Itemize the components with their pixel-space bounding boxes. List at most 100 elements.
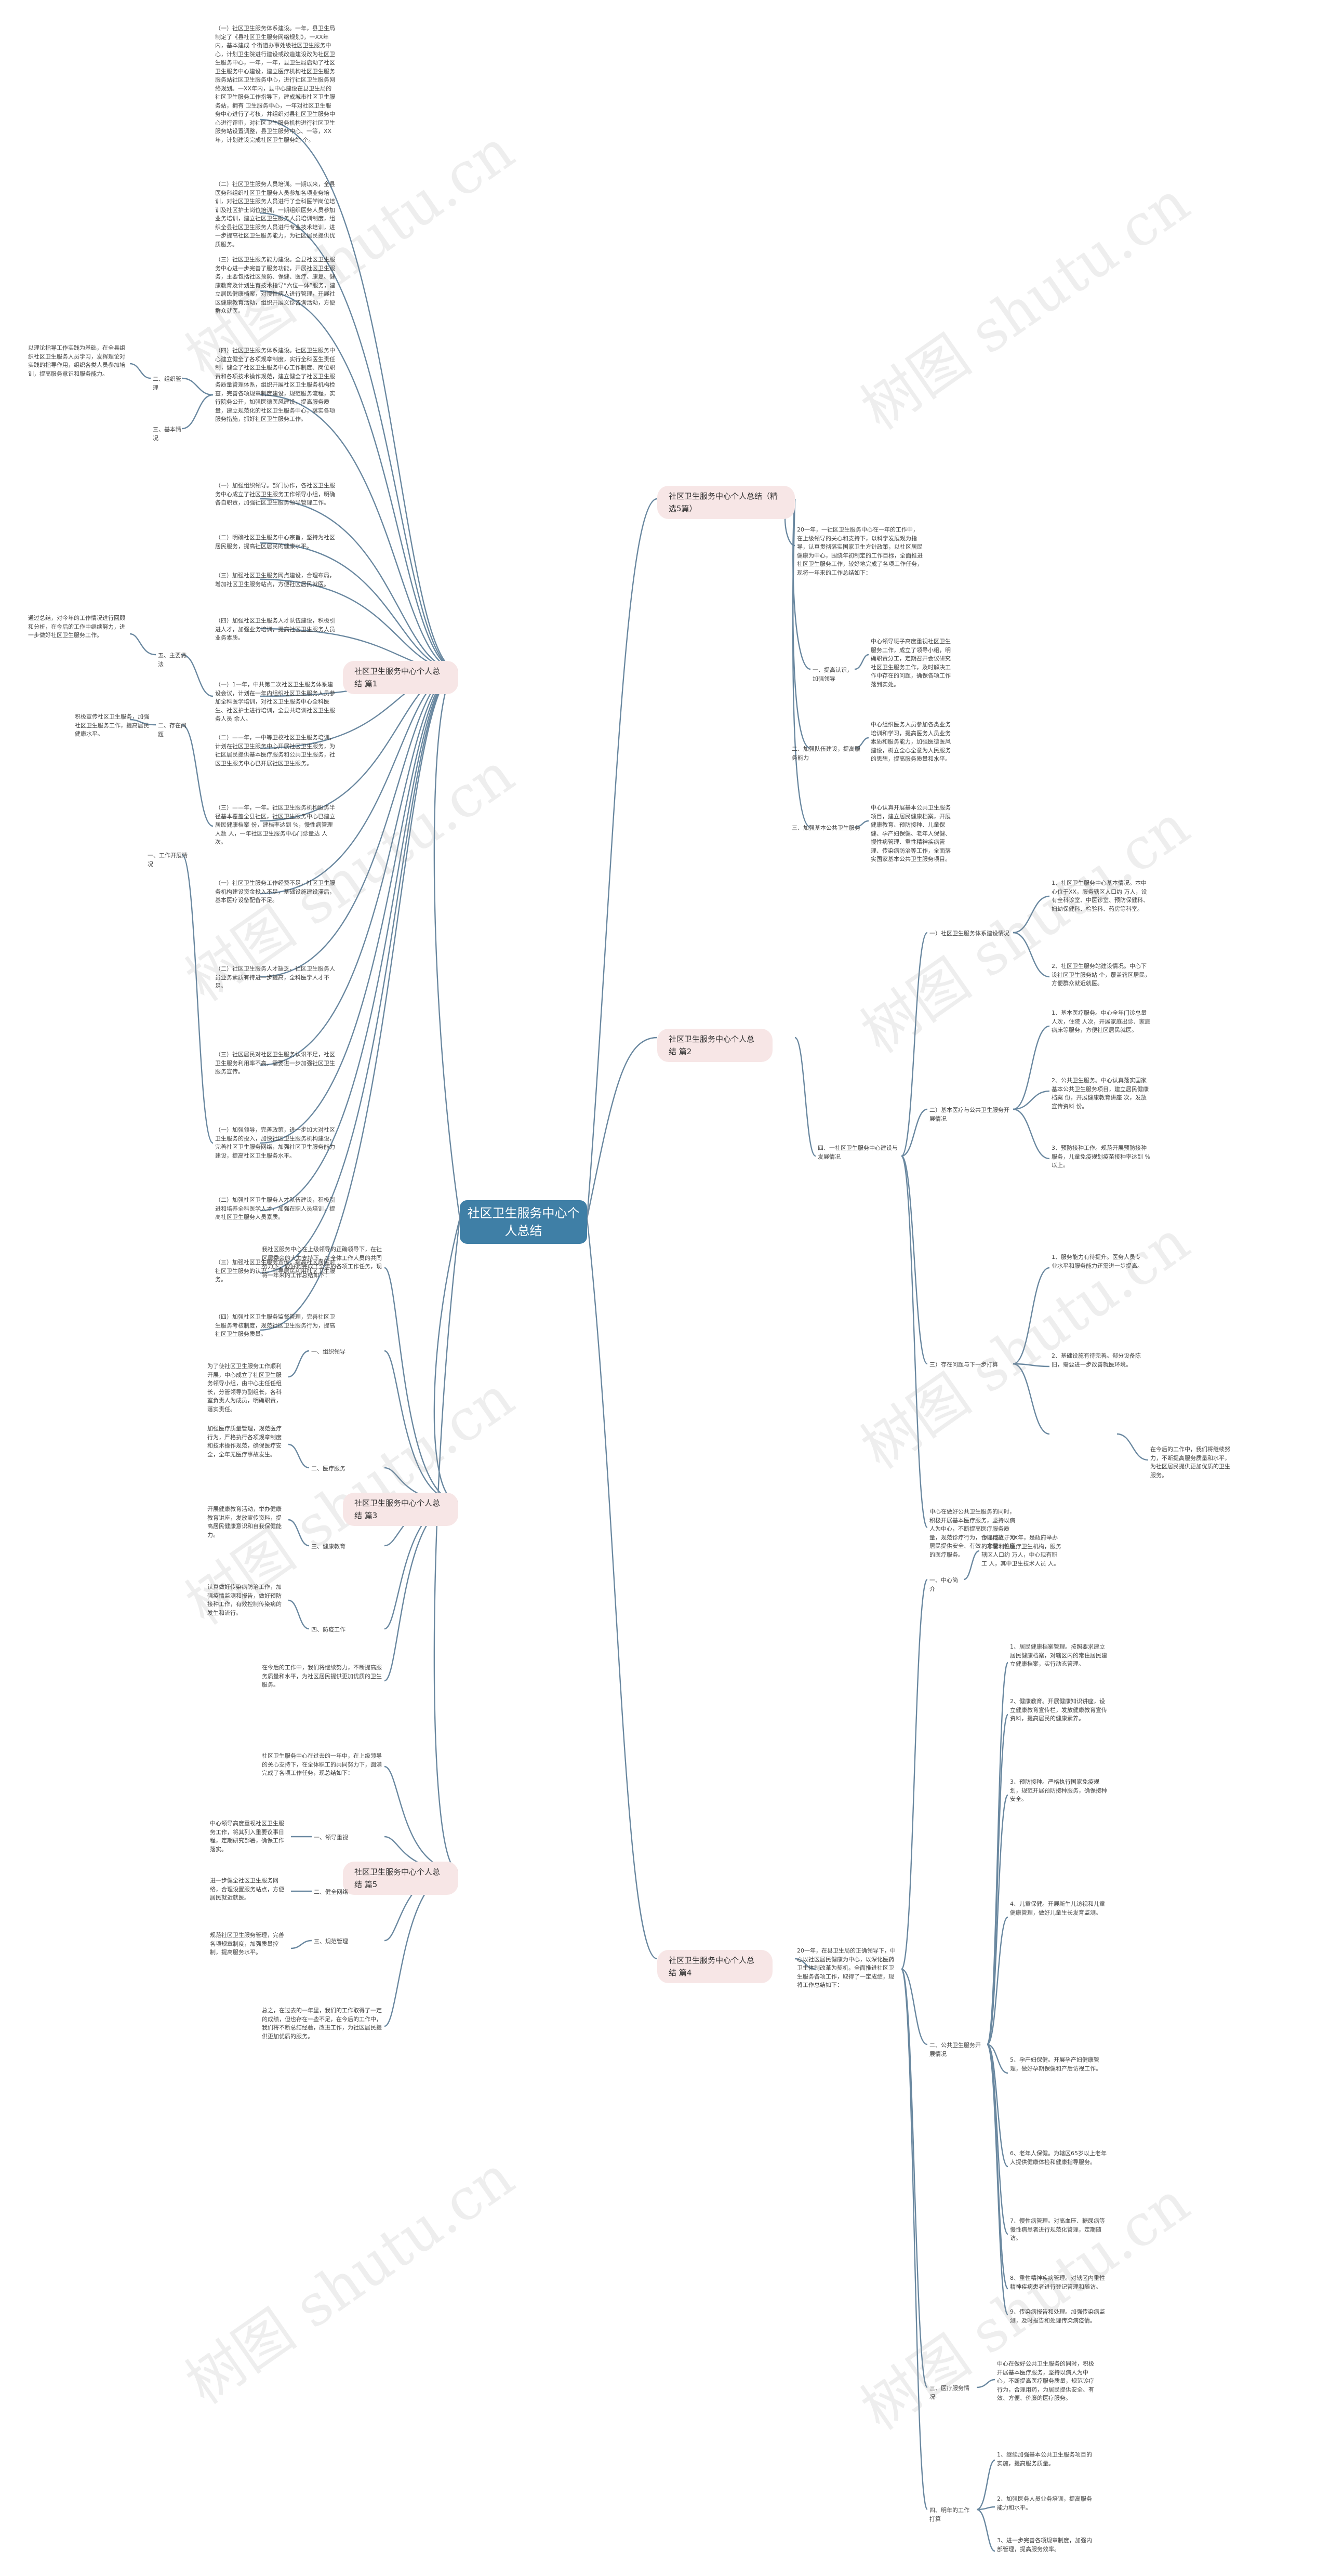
link-c3-ext [1116, 1433, 1149, 1461]
part5-l3[interactable]: 三、规范管理 [314, 1938, 348, 1945]
link-b2-c [901, 1155, 928, 1365]
overview-s1-label[interactable]: 一、提高认识，加强领导 [813, 667, 853, 682]
link-b1-t16 [259, 669, 459, 1212]
part2-c1: 1、服务能力有待提升。医务人员专业水平和服务能力还需进一步提高。 [1052, 1254, 1143, 1269]
overview-s3-label[interactable]: 三、加强基本公共卫生服务 [792, 825, 860, 831]
link-b3-intro [384, 1267, 459, 1503]
link-l4-d1 [976, 2459, 995, 2511]
link-l3-t3b [290, 1940, 312, 1949]
part2-a-label[interactable]: 一）社区卫生服务体系建设情况 [929, 930, 1009, 937]
part1-t7: （三）加强社区卫生服务网点建设，合理布局，增加社区卫生服务站点，方便社区居民就医… [215, 572, 335, 588]
link-l4-d3 [976, 2508, 995, 2552]
part4-b3: 3、预防接种。严格执行国家免疫规划，规范开展预防接种服务，确保接种安全。 [1010, 1778, 1107, 1802]
part4-l3[interactable]: 三、医疗服务情况 [929, 2385, 969, 2400]
part1-t4: （四）社区卫生服务体系建设。社区卫生服务中心建立健全了各项规章制度，实行全科医生… [215, 347, 335, 422]
part4-b6: 6、老年人保健。为辖区65岁以上老年人提供健康体检和健康指导服务。 [1010, 2150, 1107, 2166]
part1-t2: （二）社区卫生服务人员培训。一期以来，全县医务科组织社区卫生服务人员参加各项业务… [215, 181, 335, 248]
link-b1-t4 [259, 394, 459, 671]
link-a-a2 [1013, 932, 1050, 978]
part4-b8: 8、重性精神疾病管理。对辖区内重性精神疾病患者进行登记管理和随访。 [1010, 2275, 1105, 2290]
part1-side-c: 积极宣传社区卫生服务，加强社区卫生服务工作，提高居民健康水平。 [75, 713, 149, 737]
part1-t11: （三）——年，一年。社区卫生服务机构服务半径基本覆盖全县社区，社区卫生服务中心已… [215, 804, 335, 845]
part1-t9: （一）1一年，中共第二次社区卫生服务体系建设会议，计划在一年内组织社区卫生服务人… [215, 681, 335, 722]
part4-l4[interactable]: 四、明年的工作打算 [929, 2507, 969, 2522]
part3-t4: 认真做好传染病防治工作，加强疫情监测和报告，做好预防接种工作，有效控制传染病的发… [207, 1584, 282, 1616]
link-root-b0 [586, 498, 658, 1219]
link-b-b1 [1013, 1025, 1050, 1110]
part1-t16: （二）加强社区卫生服务人才队伍建设，积极引进和培养全科医学人才，加强在职人员培训… [215, 1197, 335, 1220]
link-b3-t5 [384, 1501, 459, 1682]
root-topic[interactable]: 社区卫生服务中心个人总结 [460, 1200, 587, 1244]
part4-d3: 3、进一步完善各项规章制度，加强内部管理，提高服务效率。 [997, 2537, 1092, 2553]
part4-d2: 2、加强医务人员业务培训，提高服务能力和水平。 [997, 2495, 1092, 2511]
branch-part3[interactable]: 社区卫生服务中心个人总结 篇3 [343, 1493, 458, 1526]
part4-b7: 7、慢性病管理。对高血压、糖尿病等慢性病患者进行规范化管理，定期随访。 [1010, 2218, 1105, 2241]
link-b2-b [901, 1108, 928, 1157]
part4-l2[interactable]: 二、公共卫生服务开展情况 [929, 2042, 981, 2057]
link-s2-t [854, 737, 869, 749]
link-c-c1 [1013, 1267, 1050, 1365]
overview-s2-label[interactable]: 二、加强队伍建设，提高服务能力 [792, 746, 860, 761]
part1-focus-label[interactable]: 五、主要做法 [158, 652, 187, 668]
part2-a2: 2、社区卫生服务站建设情况。中心下设社区卫生服务站 个，覆盖辖区居民，方便群众就… [1052, 963, 1151, 987]
part1-side-a: 以理论指导工作实践为基础，在全县组织社区卫生服务人员学习，发挥理论对实践的指导作… [28, 344, 125, 377]
part3-t5: 在今后的工作中，我们将继续努力，不断提高服务质量和水平，为社区居民提供更加优质的… [262, 1664, 382, 1688]
link-l3-c1 [976, 2379, 995, 2388]
link-s3-t [854, 820, 869, 828]
part1-t1: （一）社区卫生服务体系建设。一年，县卫生局制定了《县社区卫生服务网络规划》，一X… [215, 25, 335, 143]
part2-intro[interactable]: 四、一社区卫生服务中心建设与发展情况 [818, 1145, 898, 1160]
part4-l1[interactable]: 一、中心简介 [929, 1577, 958, 1592]
part2-b-label[interactable]: 二）基本医疗与公共卫生服务开展情况 [929, 1107, 1009, 1122]
link-l4-d2 [976, 2506, 995, 2511]
link-a-a1 [1013, 895, 1050, 934]
branch-part1[interactable]: 社区卫生服务中心个人总结 篇1 [343, 661, 458, 694]
part5-t3: 规范社区卫生服务管理，完善各项规章制度，加强质量控制，提高服务水平。 [210, 1932, 284, 1956]
part3-l4[interactable]: 四、防疫工作 [311, 1626, 345, 1633]
part5-t2: 进一步健全社区卫生服务网络，合理设置服务站点，方便居民就近就医。 [210, 1877, 284, 1901]
link-l1-a1 [963, 1550, 980, 1581]
part1-side-b: 通过总结，对今年的工作情况进行回顾和分析，在今后的工作中继续努力，进一步做好社区… [28, 615, 125, 639]
part3-l1[interactable]: 一、组织领导 [311, 1348, 345, 1355]
link-b-b3 [1013, 1108, 1050, 1160]
part5-l1[interactable]: 一、领导重视 [314, 1834, 348, 1841]
link-t11-issue [181, 724, 214, 827]
part5-intro: 社区卫生服务中心在过去的一年中，在上级领导的关心支持下，在全体职工的共同努力下，… [262, 1752, 382, 1776]
part1-t14: （三）社区居民对社区卫生服务认识不足，社区卫生服务利用率不高，需要进一步加强社区… [215, 1051, 335, 1075]
part1-t5: （一）加强组织领导。部门协作，各社区卫生服务中心成立了社区卫生服务工作领导小组，… [215, 482, 335, 506]
part1-issue-label[interactable]: 二、存在问题 [158, 722, 187, 738]
link-root-b4 [586, 1218, 658, 1960]
part3-l3[interactable]: 三、健康教育 [311, 1543, 345, 1550]
link-l3-t3 [288, 1519, 310, 1547]
link-b0-s3 [792, 498, 811, 828]
part1-work-label[interactable]: 一、工作开展情况 [148, 852, 188, 868]
part2-d: 中心在做好公共卫生服务的同时，积极开展基本医疗服务，坚持以病人为中心，不断提高医… [929, 1508, 1015, 1558]
part5-l2[interactable]: 二、健全网络 [314, 1889, 348, 1895]
link-b4-l1 [900, 1578, 928, 1970]
link-c-c3 [1013, 1363, 1050, 1435]
link-l2-b9 [986, 2043, 1009, 2316]
link-t10-focus [181, 654, 214, 697]
part1-t3: （三）社区卫生服务能力建设。全县社区卫生服务中心进一步完善了服务功能，开展社区卫… [215, 256, 336, 314]
link-s1-t [854, 654, 869, 670]
link-l2-t2 [288, 1443, 310, 1469]
link-l2-b7 [986, 2043, 1009, 2235]
part1-basic-label[interactable]: 三、基本情况 [153, 426, 181, 442]
part2-c-label[interactable]: 三）存在问题与下一步打算 [929, 1361, 998, 1368]
part3-t5-ref: 在今后的工作中，我们将继续努力，不断提高服务质量和水平，为社区居民提供更加优质的… [1150, 1446, 1230, 1479]
link-org-sidea [129, 363, 151, 379]
link-t4-org [181, 377, 214, 396]
part3-t2: 加强医疗质量管理，规范医疗行为，严格执行各项规章制度和技术操作规范，确保医疗安全… [207, 1425, 282, 1458]
link-root-b2 [586, 1037, 658, 1219]
branch-overview[interactable]: 社区卫生服务中心个人总结（精选5篇） [657, 486, 795, 519]
branch-part5[interactable]: 社区卫生服务中心个人总结 篇5 [343, 1862, 458, 1895]
link-l2-b5 [987, 2043, 1008, 2074]
branch-part4[interactable]: 社区卫生服务中心个人总结 篇4 [657, 1950, 773, 1983]
branch-part2[interactable]: 社区卫生服务中心个人总结 篇2 [657, 1029, 773, 1062]
part4-b5: 5、孕产妇保健。开展孕产妇健康管理，做好孕期保健和产后访视工作。 [1010, 2056, 1101, 2072]
link-focus-sideb [129, 633, 156, 656]
link-b4-intro [794, 1958, 816, 1970]
part3-l2[interactable]: 二、医疗服务 [311, 1465, 345, 1472]
part1-org-label[interactable]: 二、组织管理 [153, 376, 181, 391]
part2-b3: 3、预防接种工作。规范开展预防接种服务，儿童免疫规划疫苗接种率达到 %以上。 [1052, 1145, 1150, 1169]
